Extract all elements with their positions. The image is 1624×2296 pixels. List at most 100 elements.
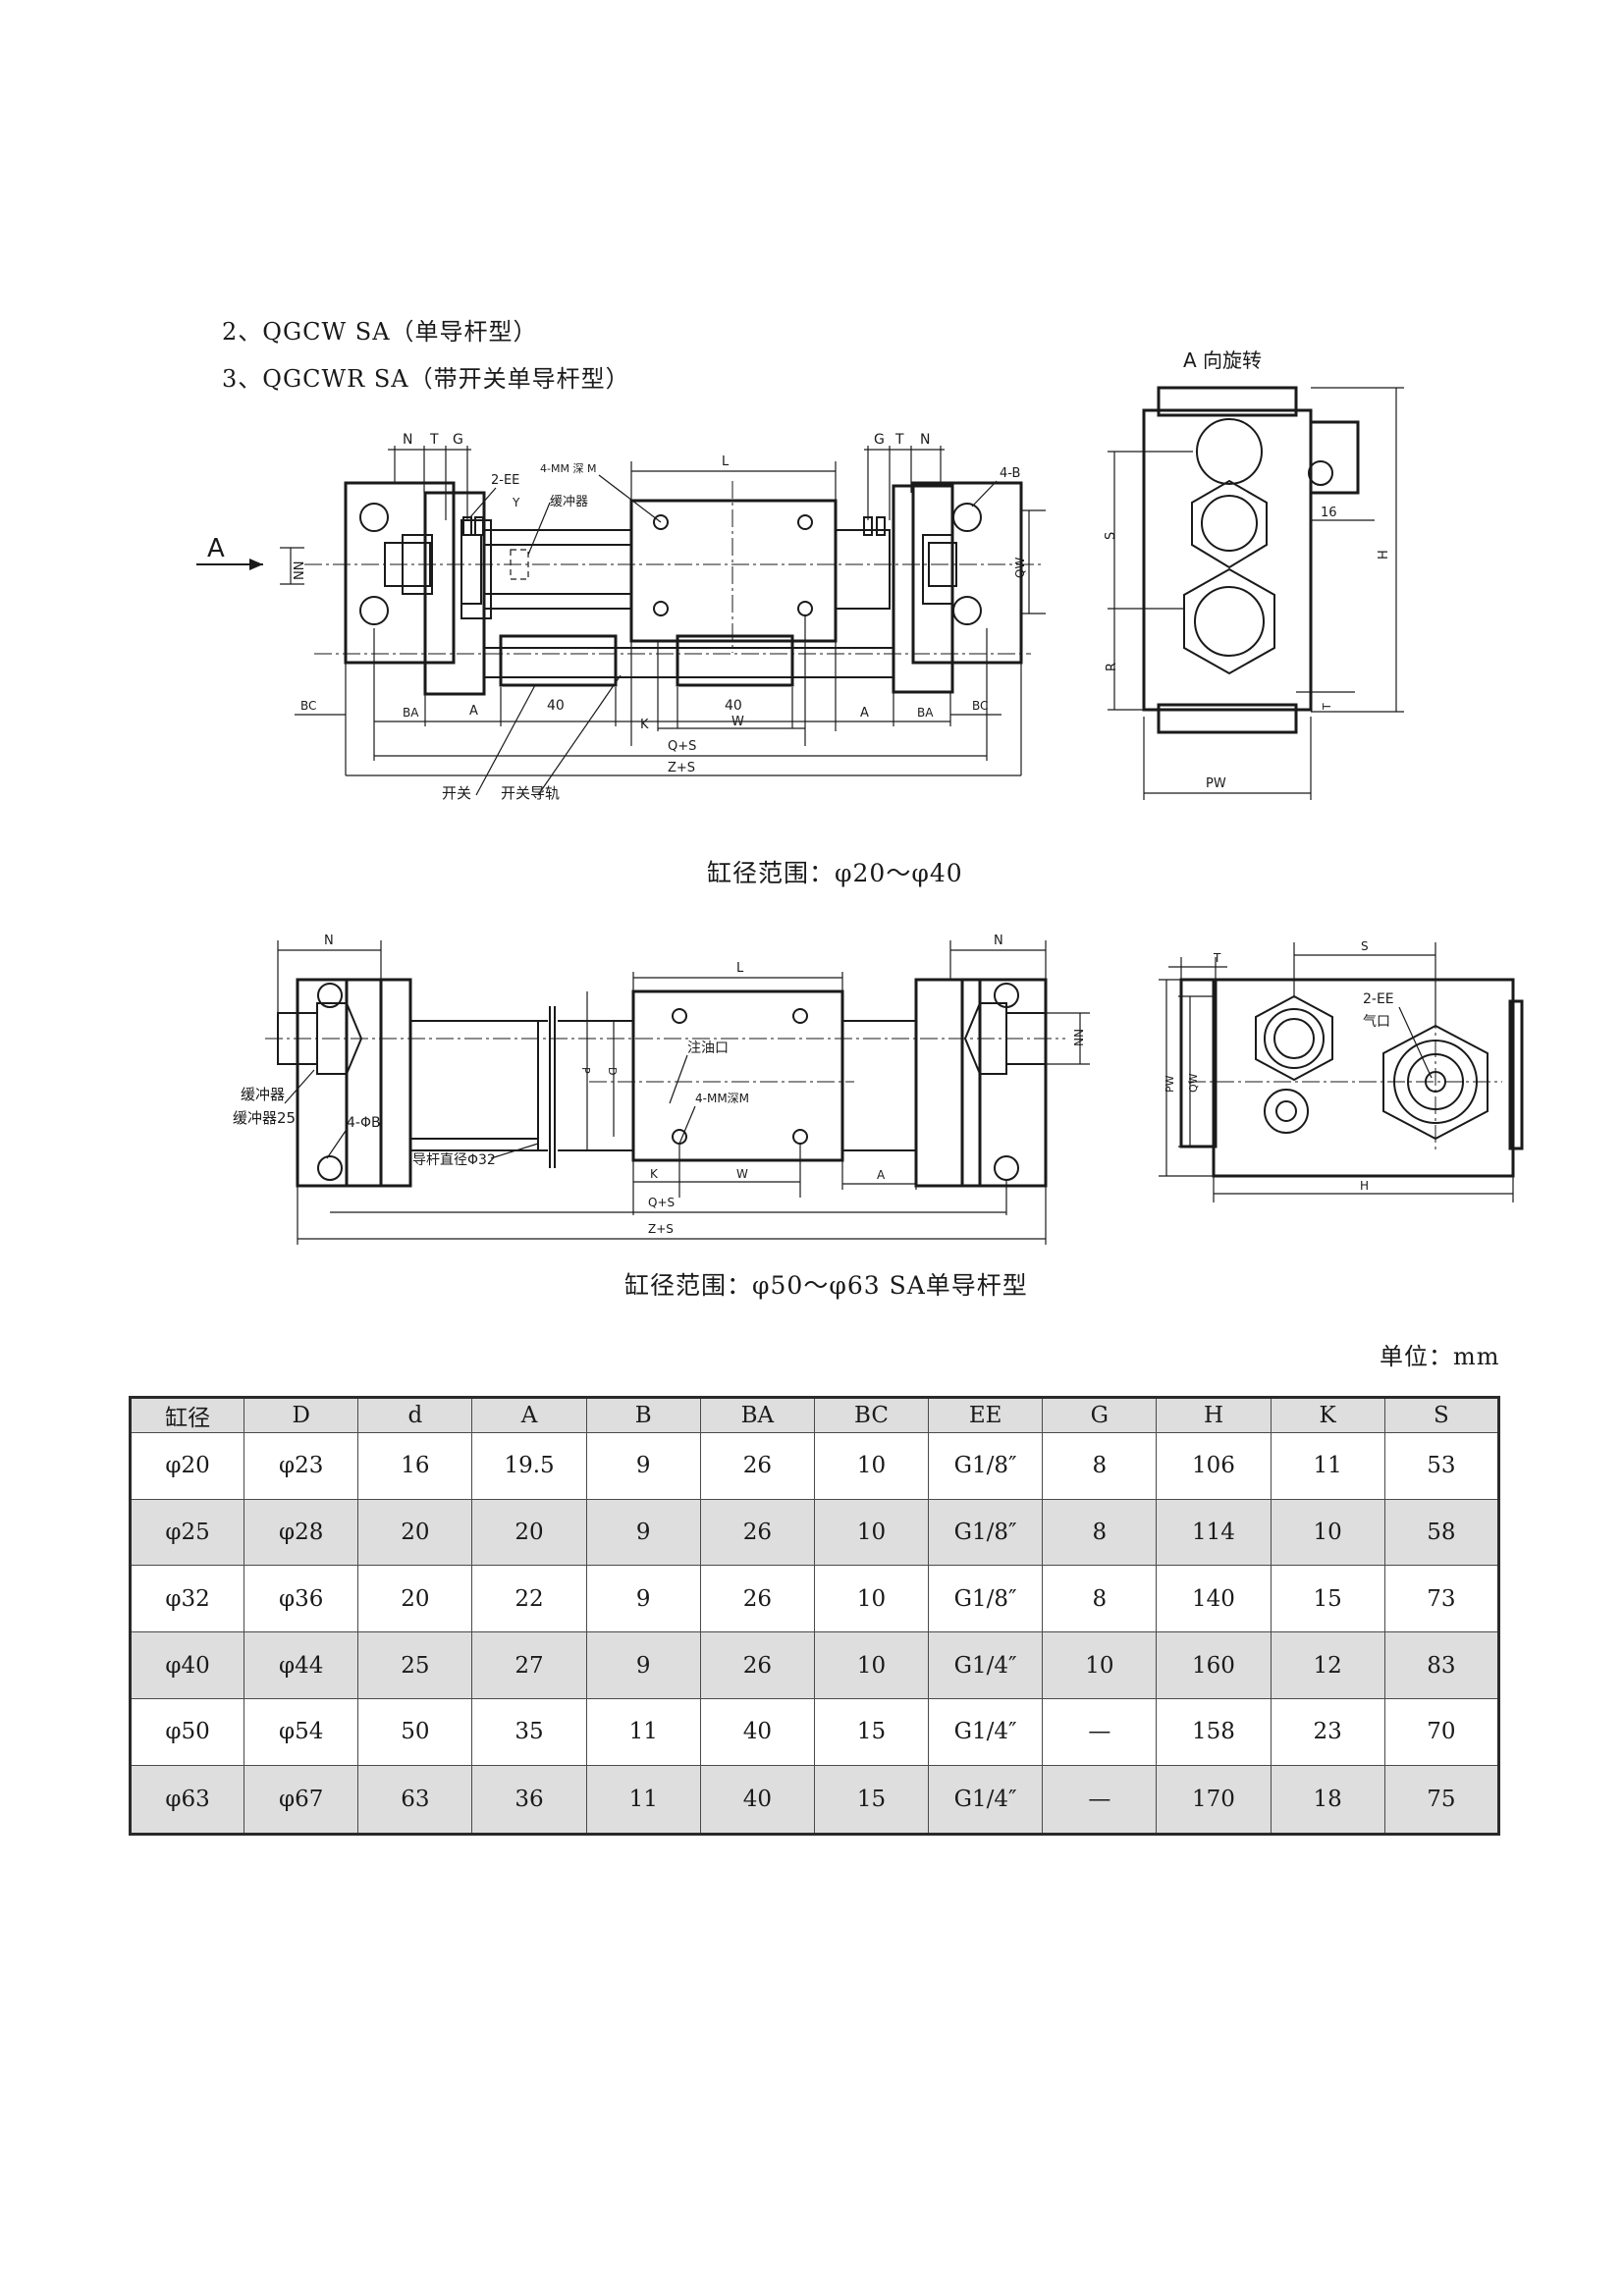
table-cell: 9: [585, 1565, 701, 1633]
table-cell: 22: [471, 1565, 587, 1633]
label2-w: W: [736, 1167, 748, 1181]
table-cell: 11: [585, 1697, 701, 1766]
table-cell: G1/8″: [928, 1432, 1044, 1500]
table-cell: 158: [1156, 1697, 1272, 1766]
table-cell: 63: [357, 1764, 473, 1836]
table-header-cell: S: [1383, 1397, 1500, 1433]
table-cell: 12: [1270, 1631, 1385, 1699]
label2-qw: QW: [1187, 1073, 1200, 1093]
label-qs: Q+S: [668, 739, 696, 754]
heading-qgcwr-sa: 3、QGCWR SA（带开关单导杆型）: [222, 365, 630, 393]
label-4mm: 4-MM 深 M: [540, 462, 596, 475]
table-cell: G1/8″: [928, 1498, 1044, 1567]
drawing2-side-view: T S 2-EE 气口 PW QW H: [1159, 939, 1524, 1202]
table-cell: 160: [1156, 1631, 1272, 1699]
caption-range-small: 缸径范围：φ20～φ40: [707, 859, 963, 887]
table-cell: 11: [1270, 1432, 1385, 1500]
table-cell: 26: [699, 1565, 815, 1633]
table-cell: φ28: [244, 1498, 359, 1567]
unit-label: 单位：mm: [1380, 1343, 1500, 1370]
table-cell: 27: [471, 1631, 587, 1699]
table-header-cell: BC: [813, 1397, 930, 1433]
table-cell: φ67: [244, 1764, 359, 1836]
table-cell: 83: [1383, 1631, 1500, 1699]
drawing1-front-view: A NN N T G G T N L 4-MM 深 M 2-EE Y 缓冲: [196, 432, 1046, 802]
label-w: W: [731, 715, 744, 729]
table-cell: G1/4″: [928, 1764, 1044, 1836]
table-cell: φ23: [244, 1432, 359, 1500]
label2-nn: NN: [1071, 1029, 1085, 1046]
label-zs: Z+S: [668, 761, 695, 775]
label2-cushion25: 缓冲器25: [233, 1109, 296, 1127]
table-cell: 10: [813, 1498, 930, 1567]
label-a-left: A: [469, 704, 478, 719]
label-k: K: [640, 718, 649, 732]
table-cell: φ32: [129, 1565, 245, 1633]
label-g-left: G: [453, 432, 463, 448]
table-cell: 9: [585, 1498, 701, 1567]
table-cell: 75: [1383, 1764, 1500, 1836]
label2-rod: 导杆直径Φ32: [412, 1151, 496, 1168]
table-cell: φ36: [244, 1565, 359, 1633]
table-cell: —: [1042, 1764, 1158, 1836]
table-cell: φ44: [244, 1631, 359, 1699]
table-cell: G1/8″: [928, 1565, 1044, 1633]
table-header-cell: G: [1042, 1397, 1158, 1433]
table-cell: 11: [585, 1764, 701, 1836]
table-cell: 20: [357, 1565, 473, 1633]
table-cell: 9: [585, 1432, 701, 1500]
table-cell: 15: [813, 1697, 930, 1766]
table-header-cell: EE: [928, 1397, 1044, 1433]
label2-air: 气口: [1363, 1014, 1390, 1030]
label-s-side: S: [1104, 532, 1118, 540]
label-nn: NN: [293, 561, 307, 580]
caption-range-large: 缸径范围：φ50～φ63 SA单导杆型: [624, 1271, 1028, 1300]
table-cell: 70: [1383, 1697, 1500, 1766]
table-cell: φ63: [129, 1764, 245, 1836]
label-h-side: H: [1377, 550, 1391, 560]
label2-k: K: [650, 1167, 659, 1181]
label-a-right: A: [860, 706, 869, 721]
label-t-left: T: [429, 432, 439, 448]
label-switch: 开关: [442, 784, 471, 802]
table-cell: 16: [357, 1432, 473, 1500]
table-header-cell: B: [585, 1397, 701, 1433]
table-cell: 26: [699, 1631, 815, 1699]
label2-mm: 4-MM深M: [695, 1092, 749, 1105]
table-cell: 25: [357, 1631, 473, 1699]
table-cell: G1/4″: [928, 1697, 1044, 1766]
label2-oil: 注油口: [687, 1041, 729, 1056]
label2-pw: PW: [1164, 1075, 1176, 1093]
label-bc-right: BC: [972, 699, 988, 713]
label-n-left: N: [403, 432, 412, 448]
table-cell: 20: [471, 1498, 587, 1567]
table-cell: φ25: [129, 1498, 245, 1567]
table-cell: 8: [1042, 1498, 1158, 1567]
label-a-arrow: A: [207, 534, 225, 563]
label-4b: 4-B: [1000, 466, 1020, 481]
label-g-right: G: [874, 432, 885, 448]
label-rail: 开关导轨: [501, 784, 560, 802]
table-cell: 53: [1383, 1432, 1500, 1500]
table-cell: φ54: [244, 1697, 359, 1766]
label2-2ee: 2-EE: [1363, 991, 1394, 1007]
label2-l: L: [736, 961, 744, 976]
label-n-right: N: [920, 432, 930, 448]
table-cell: 140: [1156, 1565, 1272, 1633]
label-16: 16: [1321, 506, 1337, 520]
table-cell: φ40: [129, 1631, 245, 1699]
label2-a: A: [877, 1168, 886, 1182]
table-header-cell: D: [244, 1397, 359, 1433]
table-cell: 36: [471, 1764, 587, 1836]
table-cell: 20: [357, 1498, 473, 1567]
table-cell: 10: [1270, 1498, 1385, 1567]
table-cell: 10: [1042, 1631, 1158, 1699]
label-l: L: [722, 454, 730, 469]
table-cell: 170: [1156, 1764, 1272, 1836]
